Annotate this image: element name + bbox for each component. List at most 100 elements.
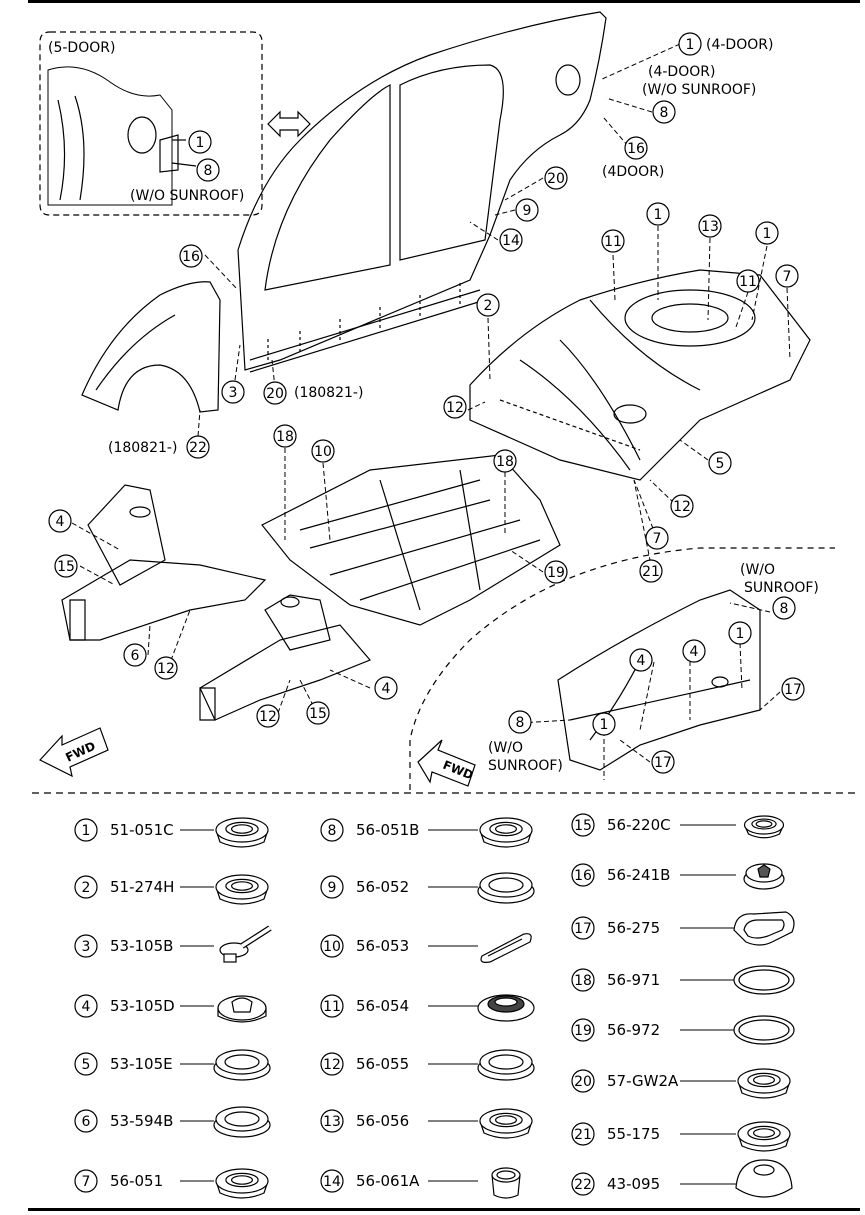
legend-badge-10: 10 xyxy=(320,934,344,958)
callout-c1a-number: 1 xyxy=(686,37,695,53)
grommet-icon xyxy=(737,1121,791,1152)
callout-c20a-number: 20 xyxy=(547,171,565,187)
rear-bulkhead xyxy=(557,589,761,771)
legend-badge-2-number: 2 xyxy=(82,880,91,896)
legend-badge-9: 9 xyxy=(320,875,344,899)
callout-c1b-number: 1 xyxy=(196,135,205,151)
bottom-border xyxy=(28,1208,860,1211)
callout-c18b-number: 18 xyxy=(496,454,514,470)
legend-badge-20-number: 20 xyxy=(574,1074,592,1090)
legend-badge-21-number: 21 xyxy=(574,1127,592,1143)
legend-badge-19-number: 19 xyxy=(574,1023,592,1039)
grommet-icon xyxy=(477,1049,535,1081)
callout-c2-number: 2 xyxy=(484,298,493,314)
grommet-icon xyxy=(491,1167,521,1199)
callout-c8d-number: 8 xyxy=(516,715,525,731)
callout-c4a: 4 xyxy=(48,509,72,533)
legend-part-code: 56-052 xyxy=(356,878,409,896)
callout-c16b-number: 16 xyxy=(182,249,200,265)
callout-c8a-number: 8 xyxy=(660,105,669,121)
callout-c8c: 8 xyxy=(772,596,796,620)
grommet-icon xyxy=(735,1159,793,1198)
grommet-icon xyxy=(479,1108,533,1139)
legend-badge-19: 19 xyxy=(571,1018,595,1042)
legend-badge-14-number: 14 xyxy=(323,1174,341,1190)
legend-badge-6: 6 xyxy=(74,1109,98,1133)
callout-c4d-number: 4 xyxy=(690,644,699,660)
callout-c4b: 4 xyxy=(374,676,398,700)
callout-c16a: 16 xyxy=(624,136,648,160)
five-door-inset: (5-DOOR) (W/O SUNROOF) xyxy=(39,31,263,216)
legend-part-code: 43-095 xyxy=(607,1175,660,1193)
legend-item-9: 9 56-052 xyxy=(320,872,535,904)
callout-c17a: 17 xyxy=(781,677,805,701)
callout-c18b: 18 xyxy=(493,449,517,473)
legend-part-code: 51-274H xyxy=(110,878,174,896)
legend-badge-13-number: 13 xyxy=(323,1114,341,1130)
callout-c4b-number: 4 xyxy=(382,681,391,697)
callout-c8c-number: 8 xyxy=(780,601,789,617)
callout-c8a: 8 xyxy=(652,100,676,124)
callout-c10-number: 10 xyxy=(314,444,332,460)
legend-part-code: 56-972 xyxy=(607,1021,660,1039)
legend-part-code: 53-105E xyxy=(110,1055,173,1073)
callout-c11b: 11 xyxy=(736,269,760,293)
callout-c11b-number: 11 xyxy=(739,274,757,290)
diagram-notes: (4-DOOR) (4-DOOR) (W/O SUNROOF) (4DOOR) … xyxy=(108,37,819,774)
note-date-a: (180821-) xyxy=(294,385,363,401)
callout-c6: 6 xyxy=(123,643,147,667)
body-side-panel xyxy=(237,11,607,373)
callout-c1a: 1 xyxy=(678,32,702,56)
callout-c13-number: 13 xyxy=(701,219,719,235)
note-4-door: (4-DOOR) xyxy=(706,37,773,53)
callout-c8d: 8 xyxy=(508,710,532,734)
grommet-icon xyxy=(215,874,269,905)
callout-c4c: 4 xyxy=(629,648,653,672)
note-4-door-wo-sunroof-1: (4-DOOR) xyxy=(648,64,715,80)
grommet-icon xyxy=(215,1168,269,1199)
grommet-icon xyxy=(217,995,267,1023)
grommet-icon xyxy=(737,1068,791,1099)
callout-c7a-number: 7 xyxy=(783,269,792,285)
note-wo-sunroof-b2: SUNROOF) xyxy=(488,758,563,774)
leader-lines xyxy=(71,43,791,780)
fwd-label-right: FWD xyxy=(441,758,475,783)
callout-c22-number: 22 xyxy=(189,440,207,456)
legend-part-code: 56-061A xyxy=(356,1172,420,1190)
callout-c6-number: 6 xyxy=(131,648,140,664)
legend-badge-22-number: 22 xyxy=(574,1177,592,1193)
legend-part-code: 56-971 xyxy=(607,971,660,989)
legend-badge-18-number: 18 xyxy=(574,973,592,989)
grommet-icon xyxy=(215,817,269,848)
legend-badge-15-number: 15 xyxy=(574,818,592,834)
right-front-rail xyxy=(199,594,372,721)
callout-c9: 9 xyxy=(515,198,539,222)
grommet-icon xyxy=(480,933,532,963)
legend-badge-2: 2 xyxy=(74,875,98,899)
callout-c19-number: 19 xyxy=(547,565,565,581)
callout-c12b-number: 12 xyxy=(673,499,691,515)
grommet-icon xyxy=(219,925,272,963)
callout-c13: 13 xyxy=(698,214,722,238)
grommet-icon xyxy=(743,815,785,839)
legend-part-code: 56-220C xyxy=(607,816,671,834)
legend-badge-13: 13 xyxy=(320,1109,344,1133)
legend-badge-8: 8 xyxy=(320,818,344,842)
grommet-icon xyxy=(733,911,795,946)
callout-c12a: 12 xyxy=(443,395,467,419)
front-fender xyxy=(81,281,221,413)
legend-item-18: 18 56-971 xyxy=(571,965,795,995)
callout-c5: 5 xyxy=(708,451,732,475)
callout-c15b-number: 15 xyxy=(309,706,327,722)
callout-c1f: 1 xyxy=(592,712,616,736)
legend-item-22: 22 43-095 xyxy=(571,1159,793,1198)
note-wo-sunroof-b1: (W/O xyxy=(488,740,523,756)
callout-c15a-number: 15 xyxy=(57,559,75,575)
callout-c5-number: 5 xyxy=(716,456,725,472)
